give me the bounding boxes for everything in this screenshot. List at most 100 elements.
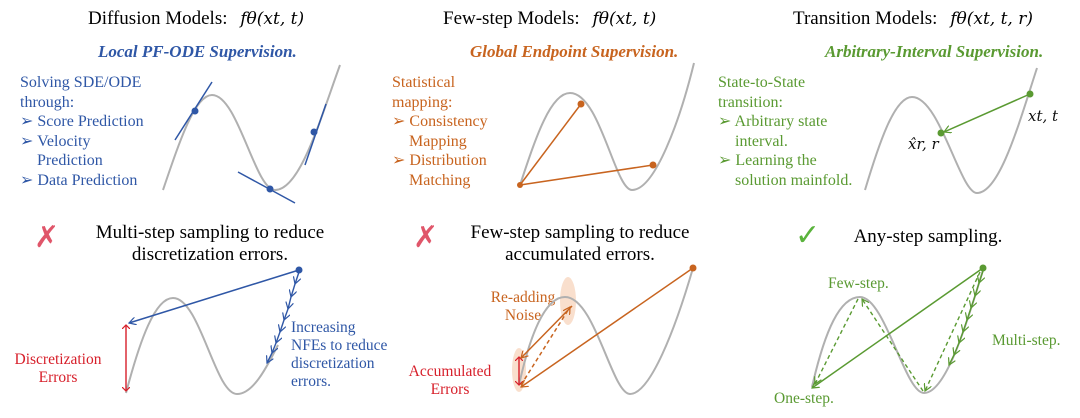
tangent-point xyxy=(310,128,318,136)
bullet-arrow-icon: ➢ xyxy=(20,132,34,150)
start-point xyxy=(979,264,987,272)
bullet-arrow-icon: ➢ xyxy=(392,113,406,130)
label-line: Increasing xyxy=(291,319,356,336)
fewstep-supervision: Global Endpoint Supervision. xyxy=(470,42,679,61)
bullet-item: ➢ Distribution Matching xyxy=(392,152,487,189)
endpoint-line xyxy=(519,164,654,186)
increasing-nfes-label: Increasing NFEs to reduce discretization… xyxy=(291,319,387,391)
diffusion-title: Diffusion Models: fθ(xt, t) xyxy=(88,8,304,30)
diffusion-supervision: Local PF-ODE Supervision. xyxy=(98,42,297,61)
diffusion-curve xyxy=(162,64,341,192)
multi-step-segment xyxy=(267,352,272,363)
label-line: Noise xyxy=(504,307,542,324)
start-point xyxy=(689,264,697,272)
start-point-label: xt, t xyxy=(1028,107,1059,125)
fewstep-formula: fθ(xt, t) xyxy=(592,9,657,29)
verdict-line: Few-step sampling to reduce xyxy=(470,222,690,243)
bullet-arrow-icon: ➢ xyxy=(20,171,34,189)
few-step-dashed-arrow xyxy=(925,271,981,391)
multi-step-segment xyxy=(284,308,288,320)
label-line: discretization xyxy=(291,355,375,372)
cross-icon: ✗ xyxy=(413,220,439,255)
multi-step-segment xyxy=(971,295,975,308)
diffusion-sampling-curve xyxy=(125,296,279,396)
diffusion-title-text: Diffusion Models: xyxy=(88,8,228,29)
desc-intro-line: transition: xyxy=(718,93,783,111)
multi-step-segment xyxy=(291,283,295,297)
multi-step-segment xyxy=(949,354,954,365)
bullet-arrow-icon: ➢ xyxy=(392,152,406,169)
label-line: Errors xyxy=(38,369,78,386)
first-jump-arrow xyxy=(521,267,694,387)
tangent-line xyxy=(237,171,296,204)
label-line: Discretization xyxy=(14,351,102,368)
diffusion-description: Solving SDE/ODE through: ➢ Score Predict… xyxy=(20,73,160,190)
one-step-arrow xyxy=(812,267,984,388)
multi-step-segment xyxy=(975,282,979,296)
multi-step-segment xyxy=(288,296,291,309)
fewstep-sampling-curve xyxy=(518,267,694,396)
transition-sampling-curve xyxy=(811,269,984,395)
multi-step-segment xyxy=(967,307,971,320)
endpoint xyxy=(577,100,585,108)
endpoint xyxy=(517,182,523,188)
fewstep-title: Few-step Models: fθ(xt, t) xyxy=(443,8,656,30)
one-step-arrow xyxy=(129,269,300,323)
bullet-arrow-icon: ➢ xyxy=(20,113,34,130)
second-jump-arrow xyxy=(521,305,573,358)
label-line: Accumulated xyxy=(408,363,492,380)
transition-arrow xyxy=(944,93,1031,132)
multi-step-segment xyxy=(276,331,280,343)
check-icon: ✓ xyxy=(795,218,821,253)
label-line: Errors xyxy=(430,381,470,398)
verdict-line: accumulated errors. xyxy=(505,244,655,265)
renoise-arrow xyxy=(520,307,570,386)
label-line: Re-adding xyxy=(490,289,556,306)
desc-intro-line: Solving SDE/ODE xyxy=(20,74,142,91)
accumulated-errors-label: Accumulated Errors xyxy=(395,363,505,399)
multi-step-arrows xyxy=(949,270,983,365)
desc-intro-line: Statistical xyxy=(392,74,456,91)
bullet-arrow-icon: ➢ xyxy=(718,113,732,130)
multi-step-arrows xyxy=(267,271,299,363)
start-point xyxy=(1026,90,1034,98)
bullet-item: ➢ Velocity Prediction xyxy=(20,132,103,170)
fewstep-verdict: Few-step sampling to reduce accumulated … xyxy=(460,222,700,266)
diffusion-formula: fθ(xt, t) xyxy=(240,9,305,29)
discretization-errors-label: Discretization Errors xyxy=(8,351,108,387)
bullet-item: ➢ Consistency Mapping xyxy=(392,113,488,150)
few-step-dashed-arrow xyxy=(862,299,924,392)
multi-step-segment xyxy=(959,331,963,343)
label-line: errors. xyxy=(291,373,332,390)
desc-intro-line: State-to-State xyxy=(718,74,806,91)
transition-supervision: Arbitrary-Interval Supervision. xyxy=(825,42,1044,61)
multi-step-segment xyxy=(963,319,967,332)
verdict-line: discretization errors. xyxy=(131,244,289,265)
transition-verdict: Any-step sampling. xyxy=(838,226,1018,248)
multi-step-label: Multi-step. xyxy=(992,332,1061,349)
few-step-label: Few-step. xyxy=(828,275,889,292)
bullet-item: ➢ Arbitrary state interval. xyxy=(718,113,828,150)
few-step-dashed-arrow xyxy=(815,298,859,384)
multi-step-segment xyxy=(272,342,276,353)
multi-step-segment xyxy=(979,270,983,283)
multi-step-segment xyxy=(295,271,299,284)
verdict-line: Any-step sampling. xyxy=(853,226,1003,247)
bullet-item: ➢ Learning the solution mainfold. xyxy=(718,152,853,189)
verdict-line: Multi-step sampling to reduce xyxy=(95,222,325,243)
bullet-item: ➢ Data Prediction xyxy=(20,171,138,189)
endpoint xyxy=(649,161,657,169)
desc-intro-line: mapping: xyxy=(392,93,453,111)
cross-icon: ✗ xyxy=(34,220,60,255)
end-point-label: x̂r, r xyxy=(908,135,939,153)
transition-curve xyxy=(864,67,1038,195)
one-step-label: One-step. xyxy=(774,390,834,407)
transition-formula: fθ(xt, t, r) xyxy=(950,9,1034,29)
label-line: NFEs to reduce xyxy=(291,337,388,354)
transition-description: State-to-State transition: ➢ Arbitrary s… xyxy=(718,73,858,190)
transition-title: Transition Models: fθ(xt, t, r) xyxy=(793,8,1033,30)
start-point xyxy=(295,266,303,274)
endpoint-line xyxy=(519,103,582,186)
tangent-point xyxy=(191,107,199,115)
